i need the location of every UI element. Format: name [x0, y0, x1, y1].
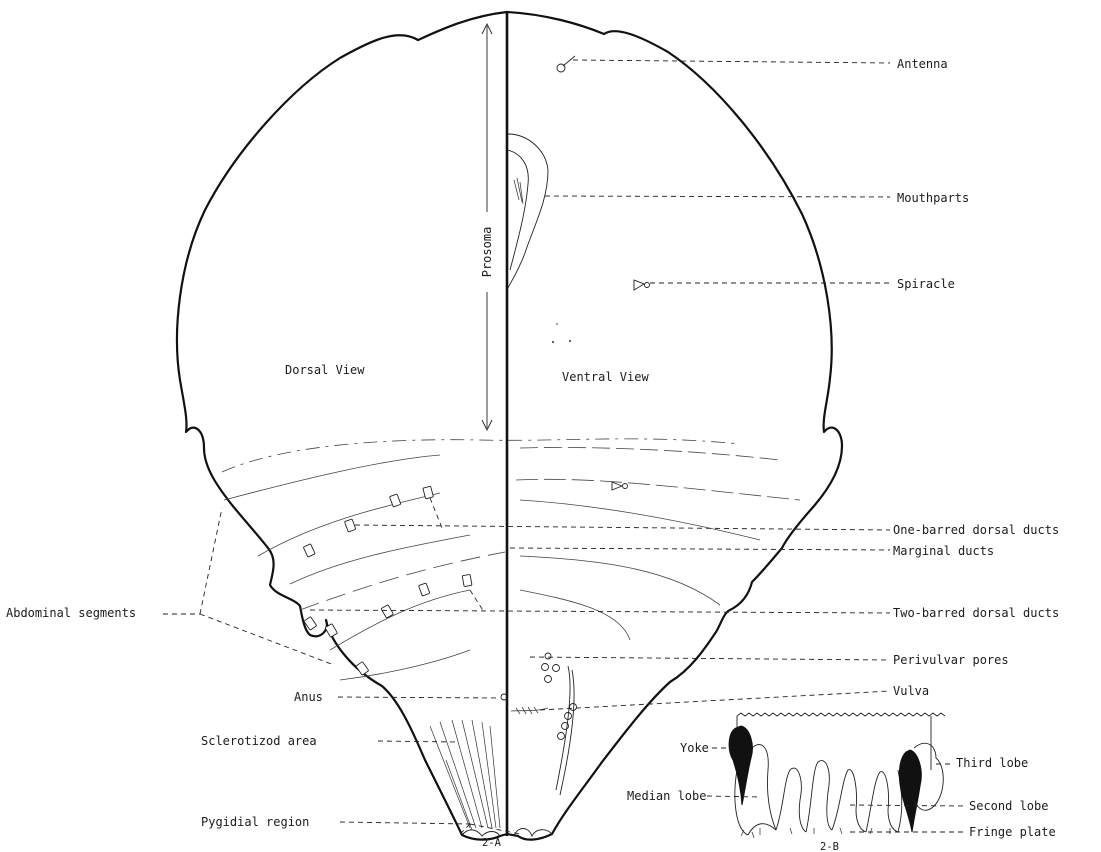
- mouthparts-structure: [508, 134, 548, 288]
- label-spiracle: Spiracle: [897, 277, 955, 291]
- segment-lines: [222, 439, 800, 680]
- spiracle-icon: [634, 280, 650, 290]
- label-sclerotized-area: Sclerotizod area: [201, 734, 317, 748]
- label-mouthparts: Mouthparts: [897, 191, 969, 205]
- figure-2b-id: 2-B: [820, 841, 839, 852]
- label-yoke: Yoke: [680, 741, 709, 755]
- label-antenna: Antenna: [897, 57, 948, 71]
- label-anus: Anus: [294, 690, 323, 704]
- label-pygidial-region: Pygidial region: [201, 815, 309, 829]
- figure-2b-detail: [729, 713, 945, 838]
- figure-2a-id: 2-A: [482, 837, 502, 849]
- ventral-view-title: Ventral View: [562, 370, 649, 384]
- prosoma-label: Prosoma: [480, 227, 494, 278]
- label-median-lobe: Median lobe: [627, 789, 706, 803]
- label-second-lobe: Second lobe: [969, 799, 1048, 813]
- label-abdominal-segments: Abdominal segments: [6, 606, 136, 620]
- label-third-lobe: Third lobe: [956, 756, 1028, 770]
- dorsal-view-title: Dorsal View: [285, 363, 365, 377]
- antenna-icon: [557, 56, 575, 72]
- yoke-left: [729, 726, 752, 805]
- label-marginal-ducts: Marginal ducts: [893, 544, 994, 558]
- label-perivulvar-pores: Perivulvar pores: [893, 653, 1009, 667]
- body-outline: [177, 12, 842, 840]
- label-two-barred-ducts: Two-barred dorsal ducts: [893, 606, 1059, 620]
- label-one-barred-ducts: One-barred dorsal ducts: [893, 523, 1059, 537]
- perivulvar-pores: [542, 653, 577, 740]
- sclerotized-hatching: [430, 720, 500, 830]
- vulva-structure: [511, 666, 574, 795]
- yoke-right: [899, 750, 921, 832]
- specks: [552, 323, 571, 343]
- label-vulva: Vulva: [893, 684, 929, 698]
- spiracle-icon-posterior: [612, 482, 628, 490]
- label-fringe-plate: Fringe plate: [969, 825, 1056, 839]
